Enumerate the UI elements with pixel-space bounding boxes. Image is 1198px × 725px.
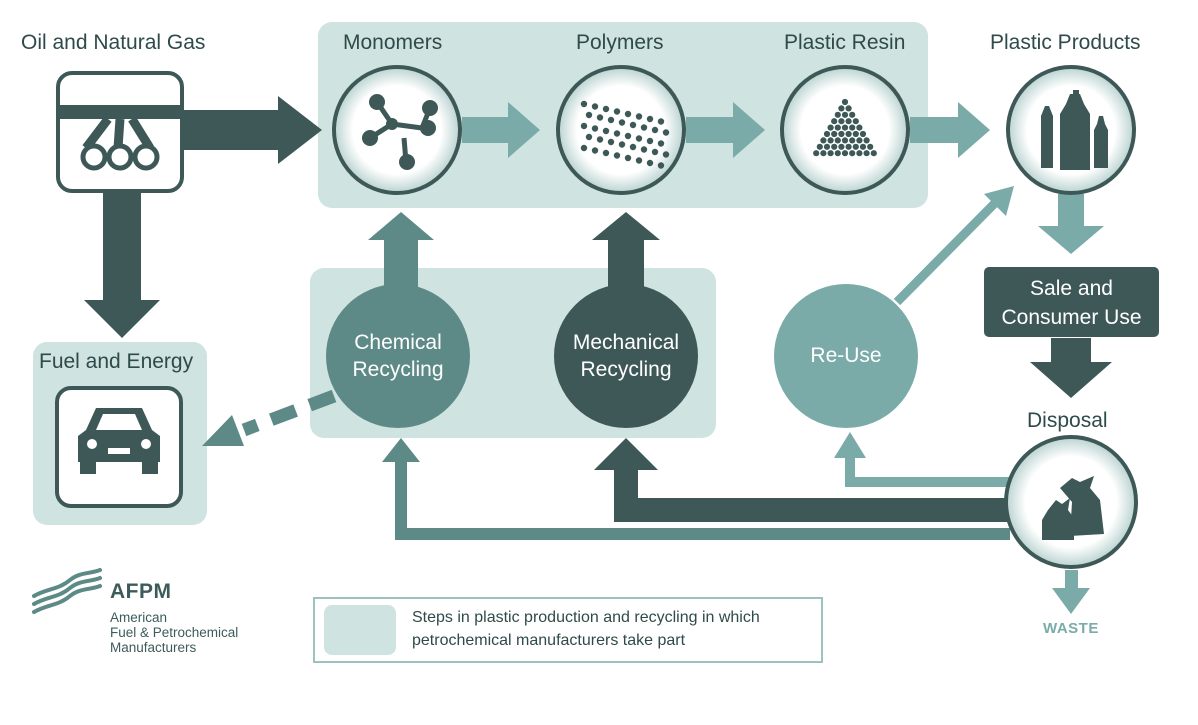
path-disposal-to-mechanical-head [594,438,658,470]
label-polymers: Polymers [576,31,664,54]
trash-bags-icon [1004,435,1138,569]
arrow-monomers-to-polymers [462,102,540,158]
label-chemical-recycling: Chemical Recycling [352,331,444,381]
label-disposal: Disposal [1027,409,1108,432]
path-disposal-to-chemical [395,456,1010,540]
label-plastic-products: Plastic Products [990,31,1141,54]
arrow-mechanical-to-polymers [592,212,660,298]
monomers-icon [332,65,462,195]
arrow-disposal-to-waste [1052,570,1090,614]
arrow-reuse-to-products-head [984,186,1014,216]
sale-consumer-use-box [984,267,1159,337]
arrow-chemical-to-fuel-dashed [241,389,337,437]
path-disposal-to-chemical-head [382,438,420,462]
label-mechanical-recycling: Mechanical Recycling [572,331,680,381]
afpm-logo-name: AFPM [110,580,172,603]
polymers-icon [556,65,686,195]
label-fuel-energy: Fuel and Energy [39,350,194,373]
car-icon [55,386,183,508]
arrow-sale-to-disposal [1030,338,1112,398]
label-sale-consumer-use: Sale and Consumer Use [1001,277,1142,329]
arrow-chemical-to-fuel-head [202,415,244,446]
path-disposal-to-mechanical [614,468,1010,522]
label-monomers: Monomers [343,31,443,54]
path-disposal-to-reuse-head [834,432,866,458]
arrow-resin-to-products [910,102,990,158]
arrow-oil-to-fuel [84,192,160,338]
label-plastic-resin: Plastic Resin [784,31,906,54]
legend-box [313,597,823,663]
arrow-reuse-to-products-line [893,198,1000,306]
afpm-logo-subtitle: American Fuel & Petrochemical Manufactur… [110,610,239,655]
legend-swatch [324,605,396,655]
label-waste: WASTE [1043,620,1099,637]
arrow-products-to-sale [1038,194,1104,254]
label-oil-natural-gas: Oil and Natural Gas [21,31,206,54]
afpm-logo-waves [32,568,102,614]
label-re-use: Re-Use [810,344,882,367]
chemical-recycling-circle [326,284,470,428]
arrow-chemical-to-monomers [368,212,434,298]
re-use-circle [774,284,918,428]
path-disposal-to-reuse [845,450,1010,487]
mechanical-recycling-circle [554,284,698,428]
oil-gas-icon [56,71,184,193]
arrow-polymers-to-resin [686,102,765,158]
plastic-resin-icon [780,65,910,195]
legend-text: Steps in plastic production and recyclin… [412,609,760,649]
plastic-bottles-icon [1006,65,1136,195]
arrow-oil-to-monomers [184,96,322,164]
